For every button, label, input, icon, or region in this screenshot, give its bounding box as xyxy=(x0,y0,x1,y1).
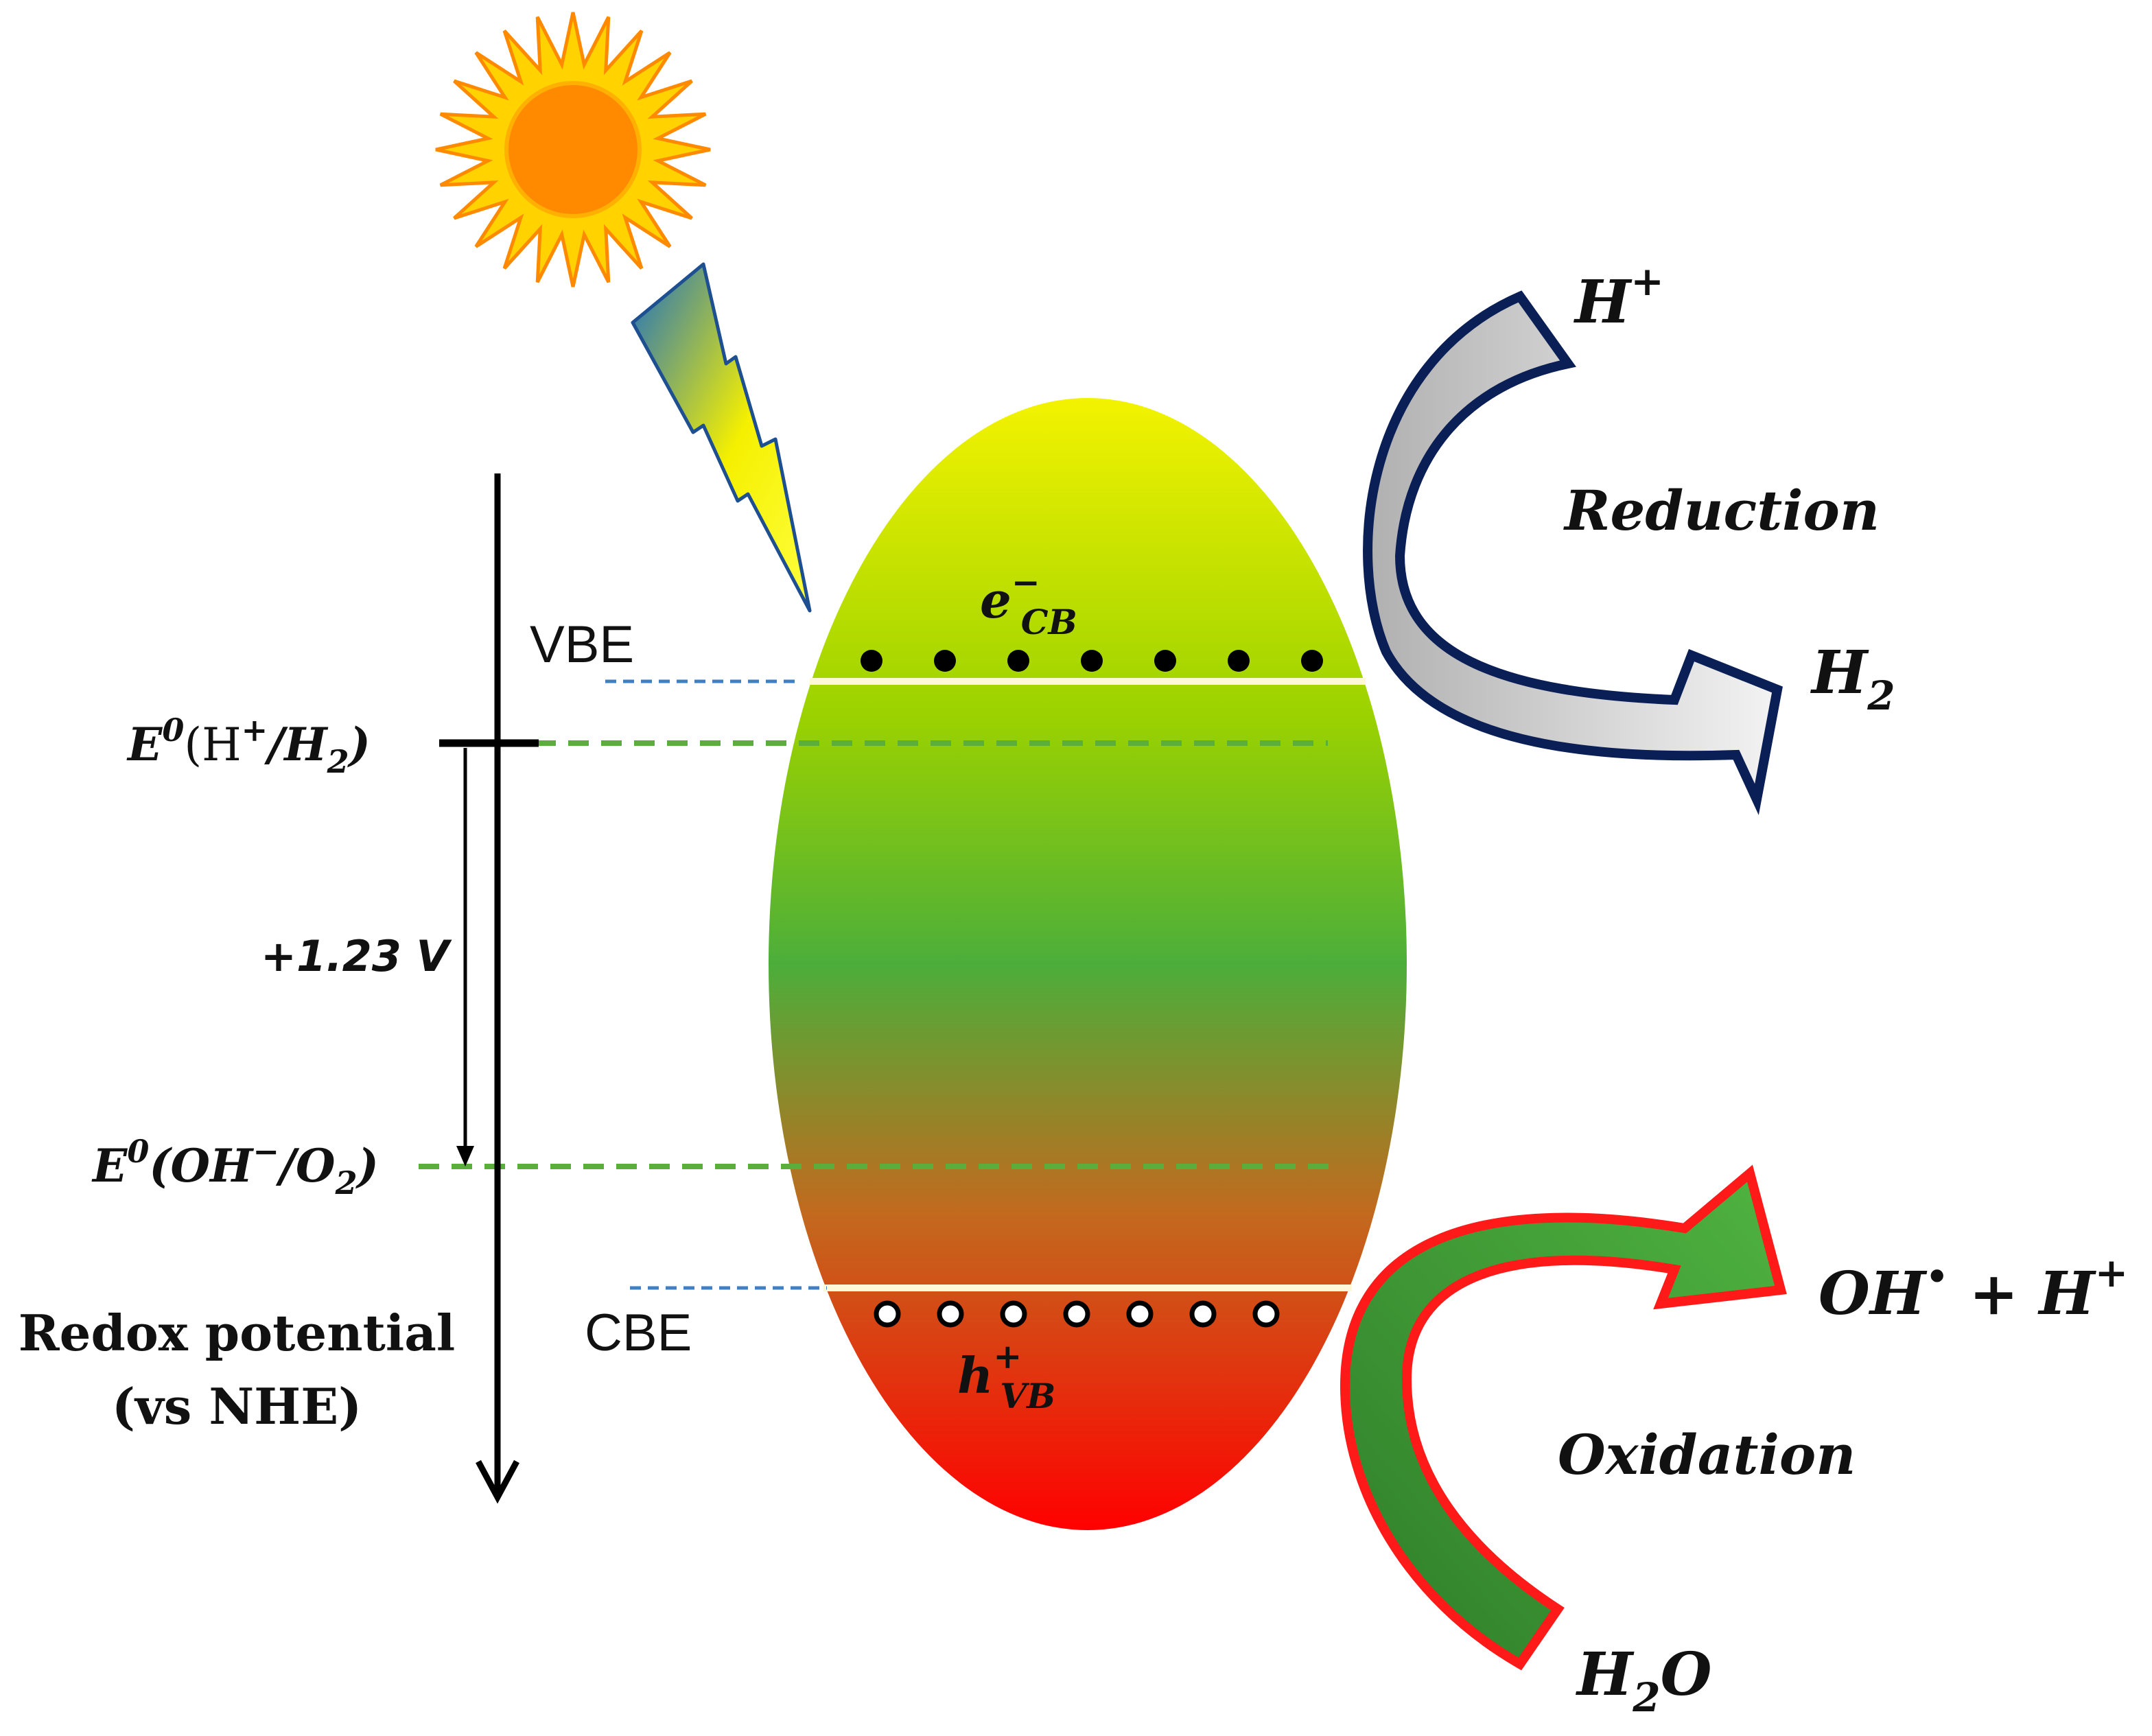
electron-dot xyxy=(1007,650,1029,672)
oh-product-label: OH• + H+ xyxy=(1818,1250,2128,1328)
vbe-label: VBE xyxy=(530,615,634,674)
oh-potential-label: E0(OH−/O2) xyxy=(91,1133,379,1201)
semiconductor-particle xyxy=(769,398,1407,1530)
cbe-label: CBE xyxy=(585,1304,692,1362)
h-plus-label: H+ xyxy=(1573,258,1664,337)
electron-dot xyxy=(861,650,882,672)
voltage-label: +1.23 V xyxy=(261,931,453,981)
hole-dot xyxy=(1252,1300,1280,1328)
oxidation-arrow xyxy=(1340,1164,1787,1671)
potential-axis xyxy=(439,473,539,1504)
reduction-label: Reduction xyxy=(1563,478,1880,543)
reduction-arrow xyxy=(1363,290,1783,815)
hole-dot xyxy=(1126,1300,1154,1328)
hole-label: h+VB xyxy=(957,1336,1055,1416)
electron-dots xyxy=(861,650,1323,672)
electron-label: e−CB xyxy=(980,562,1077,642)
lightning-bolt-icon xyxy=(631,262,812,613)
hole-dot xyxy=(874,1300,901,1328)
electron-dot xyxy=(934,650,956,672)
electron-dot xyxy=(1228,650,1250,672)
hole-dot xyxy=(1000,1300,1027,1328)
axis-title-line2: (vs NHE) xyxy=(112,1377,362,1435)
hole-dot xyxy=(1063,1300,1090,1328)
electron-dot xyxy=(1081,650,1103,672)
oxidation-label: Oxidation xyxy=(1558,1422,1856,1487)
hole-dot xyxy=(937,1300,964,1328)
electron-dot xyxy=(1301,650,1323,672)
h2-label: H2 xyxy=(1810,638,1895,719)
h-potential-label: E0(H+/H2) xyxy=(126,712,371,780)
axis-title-line1: Redox potential xyxy=(19,1304,455,1362)
hole-dots xyxy=(874,1300,1280,1328)
sun-icon xyxy=(435,12,711,288)
electron-dot xyxy=(1154,650,1176,672)
h2o-label: H2O xyxy=(1575,1640,1712,1721)
hole-dot xyxy=(1189,1300,1217,1328)
